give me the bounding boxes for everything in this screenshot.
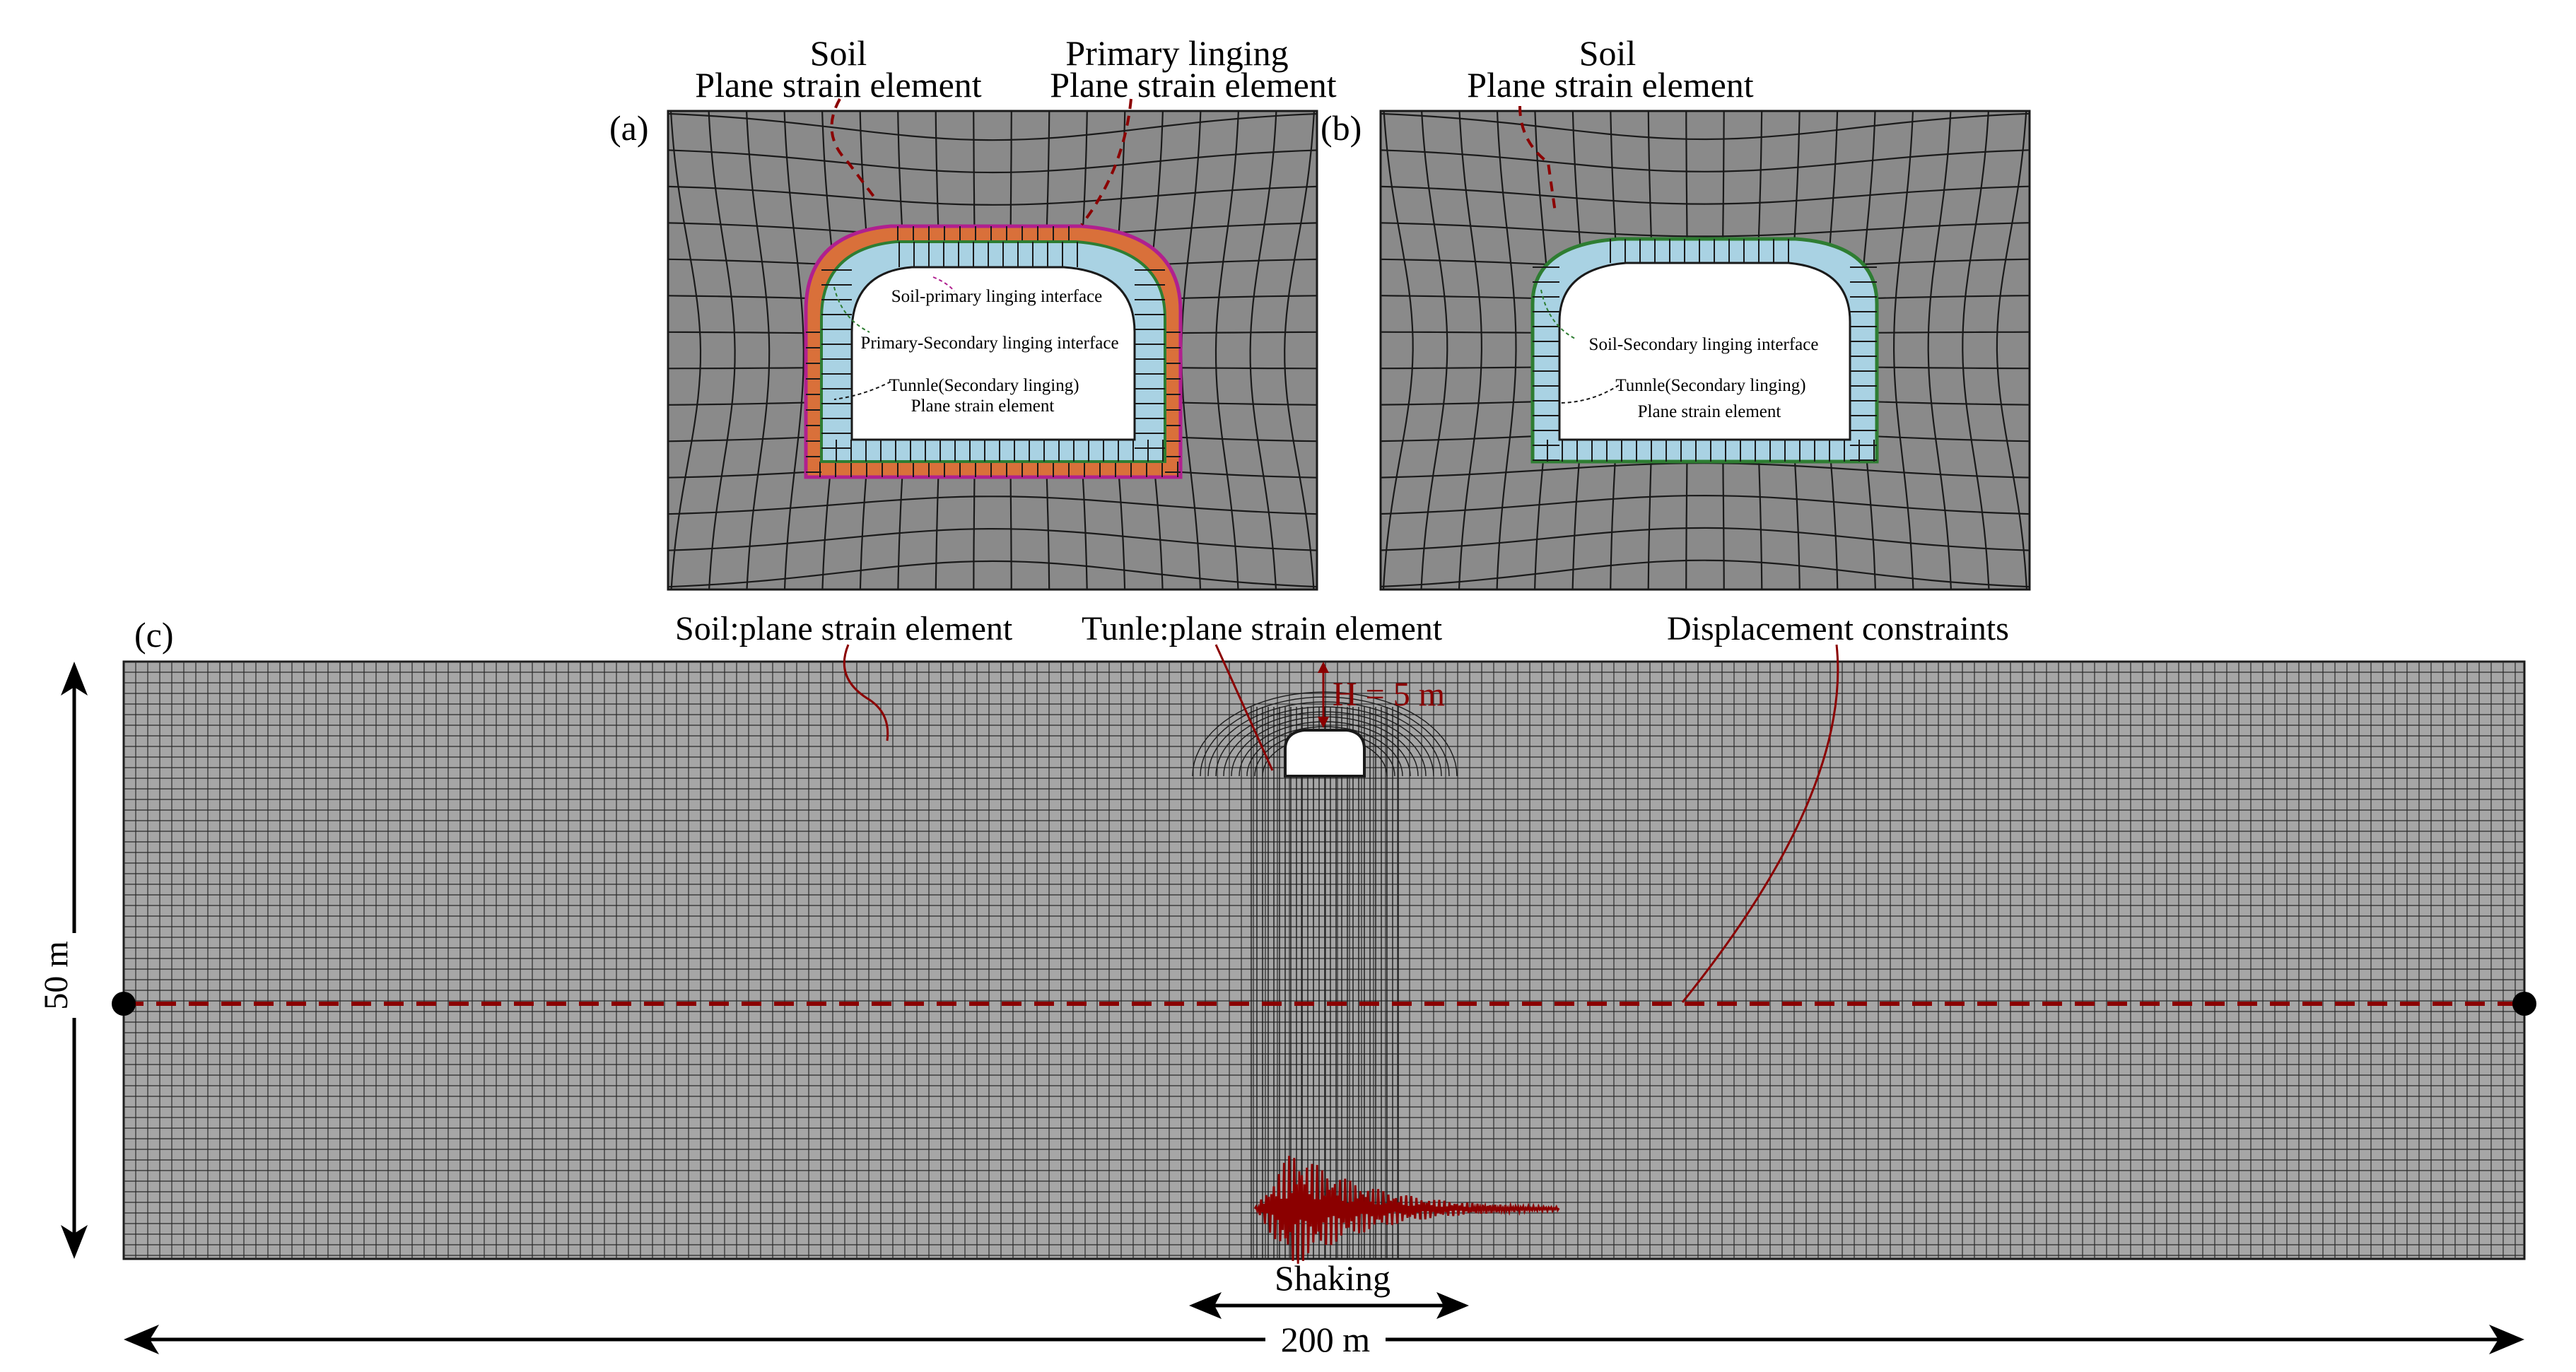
panel-c-tunnel-label: Tunle:plane strain element (1082, 610, 1443, 647)
mesh-line (1249, 111, 1277, 590)
panel-c-height-label-bg (44, 933, 86, 1018)
panel-b-tunnel-line1: Tunnle(Secondary linging) (1615, 376, 1805, 395)
panel-c-depth-arrow-bottom (1318, 717, 1329, 728)
panel-a-tunnel-leader (833, 381, 891, 400)
panel-c-height-arrow-top (61, 662, 88, 696)
mesh-line (1381, 149, 2030, 172)
panel-c: (c) Soil:plane strain element Tunle:plan… (37, 610, 2536, 1359)
panel-c-height-label: 50 m (37, 941, 75, 1009)
mesh-line (668, 527, 1317, 551)
panel-a-interface-inner: Primary-Secondary linging interface (860, 334, 1118, 353)
mesh-line (668, 496, 1317, 515)
panel-b-soil-leader (1518, 105, 1557, 213)
mesh-line (1496, 111, 1517, 590)
mesh-line (668, 112, 1317, 141)
panel-b-tunnel-line2: Plane strain element (1638, 402, 1781, 421)
panel-b-secondary-lining-grid (1533, 239, 1877, 462)
panel-c-constraint-node-right (2512, 992, 2536, 1016)
panel-b-mesh-lines (1381, 111, 2030, 590)
panel-c-height-arrow-bottom (61, 1225, 88, 1259)
panel-b-tunnel-opening (1558, 262, 1851, 441)
panel-c-tunnel-leader (1214, 644, 1274, 771)
panel-b-tag: (b) (1321, 108, 1362, 148)
panel-b: (b) Soil Plane strain element Soil-Secon… (1321, 33, 2031, 591)
mesh-line (669, 111, 702, 590)
panel-c-depth-arrow-top (1318, 662, 1329, 673)
panel-b-tunnel-leader (1558, 385, 1620, 404)
panel-a-interface-leader (932, 276, 955, 292)
panel-a-primary-title: Primary linging (1065, 33, 1288, 73)
mesh-line (1215, 706, 1434, 777)
mesh-line (1381, 494, 2030, 515)
panel-a-secondary-lining-grid (821, 242, 1165, 462)
mesh-line (1381, 112, 2030, 141)
panel-c-shaking-arrow-left (1189, 1292, 1222, 1319)
mesh-line (1996, 111, 2028, 590)
panel-a-primary-subtitle: Plane strain element (1050, 65, 1337, 105)
panel-a-interface-outer: Soil-primary linging interface (891, 287, 1103, 306)
mesh-line (668, 185, 1317, 206)
mesh-line (1382, 111, 1414, 590)
panel-b-soil-title: Soil (1579, 33, 1637, 73)
panel-b-interface-leader (1540, 289, 1577, 340)
panel-a-tunnel-opening (850, 266, 1136, 441)
panel-c-soil-leader (843, 644, 889, 741)
mesh-line (1892, 111, 1914, 590)
panel-a-tunnel-line2: Plane strain element (911, 397, 1055, 416)
panel-c-width-arrow-left (124, 1325, 159, 1354)
panel-c-shaking-label: Shaking (1275, 1258, 1391, 1298)
panel-a-inner-leader (833, 286, 870, 333)
mesh-line (1284, 111, 1316, 590)
mesh-line (1381, 185, 2030, 205)
mesh-line (668, 149, 1317, 174)
panel-c-depth-label: H = 5 m (1333, 676, 1445, 713)
mesh-line (1223, 711, 1427, 777)
panel-c-width-label: 200 m (1281, 1320, 1371, 1359)
panel-c-shaking-arrow-right (1436, 1292, 1469, 1319)
panel-a-soil-title: Soil (810, 33, 867, 73)
panel-c-soil-label: Soil:plane strain element (675, 610, 1013, 647)
mesh-line (708, 111, 736, 590)
mesh-line (1200, 696, 1450, 777)
panel-b-interface: Soil-Secondary linging interface (1589, 335, 1819, 354)
mesh-line (668, 560, 1317, 588)
panel-a-soil-subtitle: Plane strain element (695, 65, 982, 105)
mesh-line (1420, 111, 1448, 590)
panel-c-width-arrow-right (2489, 1325, 2524, 1354)
mesh-line (1962, 111, 1990, 590)
panel-c-constraint-node-left (112, 992, 136, 1016)
panel-c-tag: (c) (134, 615, 174, 655)
mesh-line (1381, 222, 2030, 238)
mesh-line (1207, 701, 1442, 777)
mesh-line (1192, 691, 1458, 777)
panel-b-soil-subtitle: Plane strain element (1467, 65, 1754, 105)
panel-c-tunnel-opening (1284, 729, 1366, 778)
panel-a-primary-lining-grid (806, 226, 1181, 477)
panel-a-soil-leader (830, 98, 875, 198)
panel-c-constraints-leader (1681, 644, 1839, 1003)
mesh-line (1246, 726, 1403, 777)
panel-c-shaking-signal (1253, 1156, 1560, 1264)
panel-c-width-label-bg (1265, 1318, 1386, 1357)
panel-c-constraints-label: Displacement constraints (1667, 610, 2009, 647)
panel-a-tag: (a) (609, 108, 649, 148)
panel-a: (a) Soil Plane strain element Primary li… (609, 33, 1337, 591)
panel-a-primary-leader (1080, 98, 1132, 226)
mesh-line (1381, 527, 2030, 551)
mesh-line (783, 111, 804, 590)
panel-c-mesh-lines (124, 662, 2524, 1259)
panel-a-tunnel-line1: Tunnle(Secondary linging) (889, 376, 1079, 395)
mesh-line (1381, 559, 2030, 588)
